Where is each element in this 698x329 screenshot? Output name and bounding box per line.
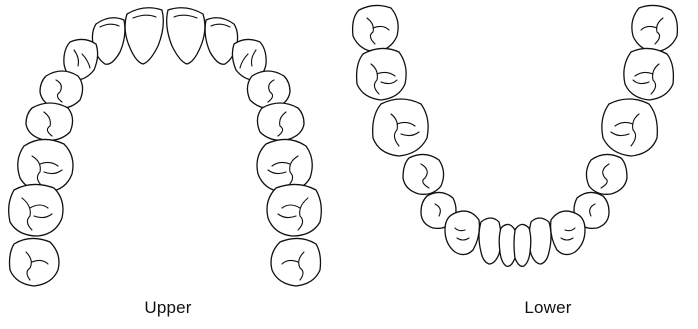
tooth-upper-right-second-premolar[interactable] [26,103,73,140]
tooth-lower-right-second-molar[interactable] [357,48,407,100]
tooth-lower-left-second-molar[interactable] [624,48,674,100]
tooth-lower-left-second-premolar[interactable] [586,154,627,194]
tooth-upper-right-second-molar[interactable] [9,184,63,236]
tooth-lower-left-lateral-incisor[interactable] [529,218,551,264]
tooth-lower-left-canine[interactable] [551,211,585,254]
tooth-upper-left-second-molar[interactable] [267,184,321,236]
upper-arch-label: Upper [108,298,228,318]
tooth-lower-right-lateral-incisor[interactable] [479,218,501,264]
lower-arch-drawing [345,0,685,300]
tooth-upper-right-central-incisor[interactable] [125,8,163,64]
tooth-upper-left-third-molar[interactable] [271,238,321,286]
upper-arch-drawing [0,0,340,300]
tooth-upper-left-second-premolar[interactable] [257,103,304,140]
tooth-upper-left-first-molar[interactable] [257,139,312,192]
tooth-lower-right-canine[interactable] [445,211,479,254]
tooth-lower-right-third-molar[interactable] [353,5,399,52]
tooth-upper-right-third-molar[interactable] [10,238,60,286]
tooth-lower-left-third-molar[interactable] [632,5,678,52]
tooth-lower-left-central-incisor[interactable] [514,224,531,266]
lower-arch-label: Lower [488,298,608,318]
tooth-lower-right-second-premolar[interactable] [403,154,444,194]
tooth-lower-right-first-molar[interactable] [373,99,428,156]
upper-arch: Upper [0,0,340,329]
lower-arch: Lower [345,0,685,329]
tooth-upper-left-central-incisor[interactable] [167,8,205,64]
tooth-upper-right-first-molar[interactable] [18,139,73,192]
tooth-lower-left-first-molar[interactable] [602,99,657,156]
